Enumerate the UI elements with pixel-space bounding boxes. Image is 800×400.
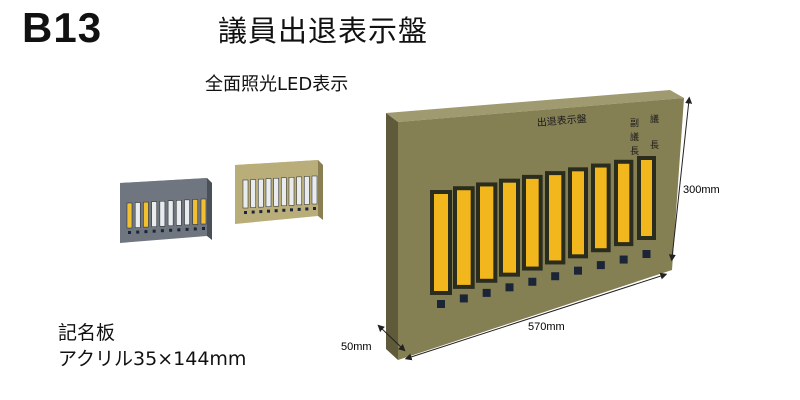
- thumb-lamp: [258, 178, 264, 208]
- thumb-indicator: [177, 228, 181, 232]
- thumb-indicator: [169, 228, 173, 232]
- thumb-indicator: [305, 207, 309, 211]
- thumb-lamp: [192, 199, 199, 225]
- thumb-indicator: [202, 227, 205, 230]
- status-indicator: [482, 288, 491, 297]
- thumb-lamp: [167, 200, 174, 227]
- lamp-strip: [572, 171, 584, 255]
- side-label-chair: 議長: [650, 113, 659, 151]
- svg-text:長: 長: [630, 146, 639, 157]
- thumb-lamp: [151, 201, 157, 227]
- thumb-indicator: [185, 227, 189, 231]
- thumb-lamp: [281, 177, 287, 207]
- lamp-strip: [503, 182, 516, 273]
- thumbnail-gray-panel: [120, 178, 212, 243]
- lamp-strip: [618, 163, 630, 243]
- thumb-indicator: [144, 230, 148, 234]
- svg-text:議: 議: [630, 131, 639, 143]
- thumb-lamp: [159, 200, 166, 227]
- dimension-lines: [377, 96, 693, 361]
- depth-dimension-label: 50mm: [341, 341, 372, 353]
- nameplate-label: 記名板: [58, 322, 116, 344]
- feature-caption: 全面照光LED表示: [205, 74, 349, 95]
- lamp-strip: [480, 186, 494, 279]
- status-indicator: [505, 283, 514, 292]
- lamp-strip: [549, 175, 562, 261]
- thumb-indicator: [297, 207, 301, 211]
- model-code: B13: [22, 4, 103, 51]
- status-indicator: [459, 294, 468, 303]
- thumb-lamp: [288, 177, 295, 206]
- thumb-indicator: [274, 209, 278, 213]
- status-indicator: [619, 255, 628, 264]
- svg-text:長: 長: [650, 140, 659, 151]
- thumb-indicator: [193, 227, 197, 231]
- side-label-vice-chair: 副議長: [630, 118, 639, 157]
- thumb-indicator: [259, 210, 263, 214]
- thumb-lamp: [265, 178, 272, 207]
- lamp-strip: [457, 190, 471, 285]
- thumb-lamp: [200, 198, 207, 225]
- status-indicator: [528, 277, 537, 286]
- thumb-indicator: [282, 208, 286, 212]
- thumb-indicator: [152, 229, 156, 233]
- thumb-indicator: [244, 211, 247, 214]
- main-display-panel: 出退表示盤 副議長 議長: [386, 90, 684, 360]
- page-title: 議員出退表示盤: [218, 14, 429, 48]
- thumb-indicator: [267, 209, 270, 213]
- thumb-indicator: [313, 207, 316, 210]
- svg-text:副: 副: [630, 118, 639, 129]
- height-dimension-label: 300mm: [683, 184, 720, 196]
- lamp-strip: [641, 160, 652, 236]
- thumb-lamp: [126, 202, 133, 229]
- nameplate-size: アクリル35×144mm: [58, 348, 247, 370]
- width-dimension-label: 570mm: [528, 321, 565, 333]
- thumb-lamp: [184, 199, 190, 226]
- svg-text:議: 議: [650, 113, 659, 125]
- thumb-indicator: [160, 229, 164, 233]
- status-indicator: [596, 261, 605, 270]
- thumb-lamp: [296, 176, 302, 206]
- thumb-lamp: [311, 175, 318, 205]
- status-indicator: [574, 266, 582, 275]
- thumb-indicator: [136, 230, 140, 234]
- status-indicator: [551, 272, 560, 281]
- thumb-lamp: [250, 179, 256, 208]
- thumb-indicator: [290, 208, 293, 212]
- thumbnail-beige-panel: [235, 160, 323, 224]
- status-indicator: [437, 300, 445, 308]
- thumb-lamp: [273, 177, 279, 207]
- panel-label: 出退表示盤: [536, 112, 587, 129]
- thumb-indicator: [128, 231, 131, 234]
- thumb-lamp: [304, 176, 310, 205]
- thumb-lamp: [242, 179, 249, 209]
- thumb-lamp: [134, 202, 141, 228]
- thumb-lamp: [143, 201, 149, 228]
- thumb-lamp: [176, 200, 182, 226]
- thumb-indicator: [251, 210, 255, 214]
- status-indicator: [642, 250, 651, 258]
- lamp-strip: [526, 178, 539, 267]
- lamp-strip: [434, 194, 448, 291]
- lamp-strip: [595, 167, 607, 249]
